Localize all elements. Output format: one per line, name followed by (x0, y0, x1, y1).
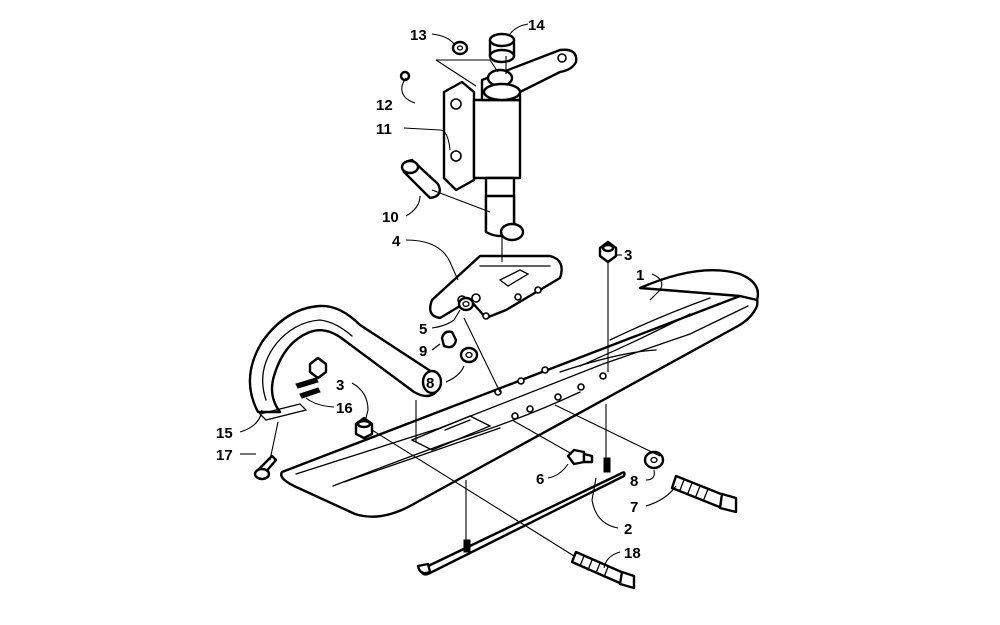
callout-2: 2 (624, 521, 632, 538)
callout-13: 13 (410, 27, 427, 44)
spring-sleeve (400, 158, 441, 200)
bushing-9 (440, 330, 458, 349)
callout-16: 16 (336, 400, 353, 417)
nut-3-left (308, 356, 328, 380)
ski-loop (248, 304, 443, 421)
callout-1: 1 (636, 267, 644, 284)
washer-8-top (459, 346, 479, 364)
callout-8-bottom: 8 (630, 473, 638, 490)
callout-4: 4 (392, 233, 401, 250)
ski-body (280, 269, 760, 518)
callout-9: 9 (419, 343, 427, 360)
spacer-16 (295, 377, 321, 399)
leader-lines (239, 23, 677, 569)
bushing-5 (457, 296, 475, 312)
nut-3-bottom (354, 416, 374, 440)
bolt-7 (670, 474, 738, 514)
callout-14: 14 (528, 17, 545, 34)
callout-labels: 13 14 12 11 10 4 3 1 5 9 8 3 16 15 17 6 … (216, 17, 644, 562)
callout-6: 6 (536, 471, 544, 488)
washer-13 (451, 40, 469, 56)
callout-5: 5 (419, 321, 427, 338)
wear-bar (416, 457, 626, 576)
callout-17: 17 (216, 447, 233, 464)
ski-saddle (429, 254, 563, 320)
callout-3-left: 3 (336, 377, 344, 394)
bolt-18 (570, 550, 636, 590)
center-lines (269, 56, 661, 557)
callout-7: 7 (630, 499, 638, 516)
callout-11: 11 (376, 121, 392, 138)
callout-18: 18 (624, 545, 641, 562)
spindle-assembly (442, 32, 578, 242)
callout-15: 15 (216, 425, 233, 442)
callout-8-top: 8 (426, 375, 434, 392)
callout-12: 12 (376, 97, 393, 114)
bolt-6 (566, 448, 594, 466)
washer-8-bottom (643, 450, 665, 470)
bolt-17 (253, 454, 278, 481)
callout-3-top: 3 (624, 247, 632, 264)
callout-10: 10 (382, 209, 399, 226)
nut-3-top (598, 240, 618, 264)
